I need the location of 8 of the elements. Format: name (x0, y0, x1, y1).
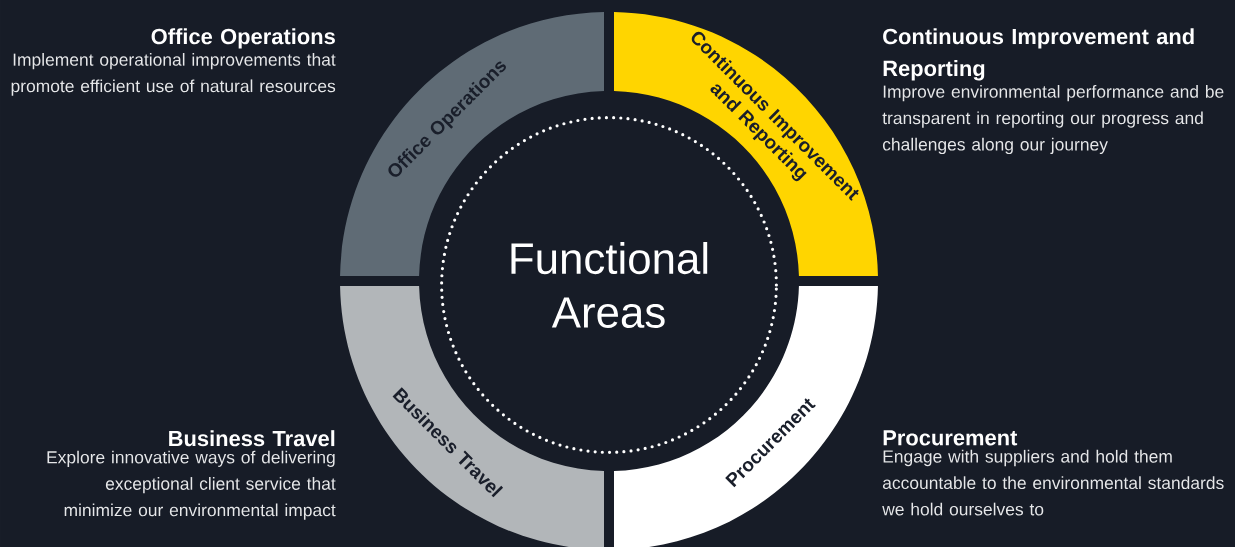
description: Implement operational improvements that promote efficient use of natural resources (11, 53, 336, 96)
heading: Office Operations (151, 28, 335, 49)
description: Explore innovative ways of delivering exceptional client service that minimize our environmental impact (47, 450, 336, 520)
heading: Procurement (883, 430, 1018, 446)
heading: Continuous Improvement and Reporting (883, 28, 1194, 81)
description: Engage with suppliers and hold them accountable to the environmental standards we hold ourselves to (882, 449, 1224, 516)
description: Improve environmental performance and be transparent in reporting our progress and challenges along our journey (882, 85, 1224, 155)
heading: Business Travel (169, 430, 335, 447)
